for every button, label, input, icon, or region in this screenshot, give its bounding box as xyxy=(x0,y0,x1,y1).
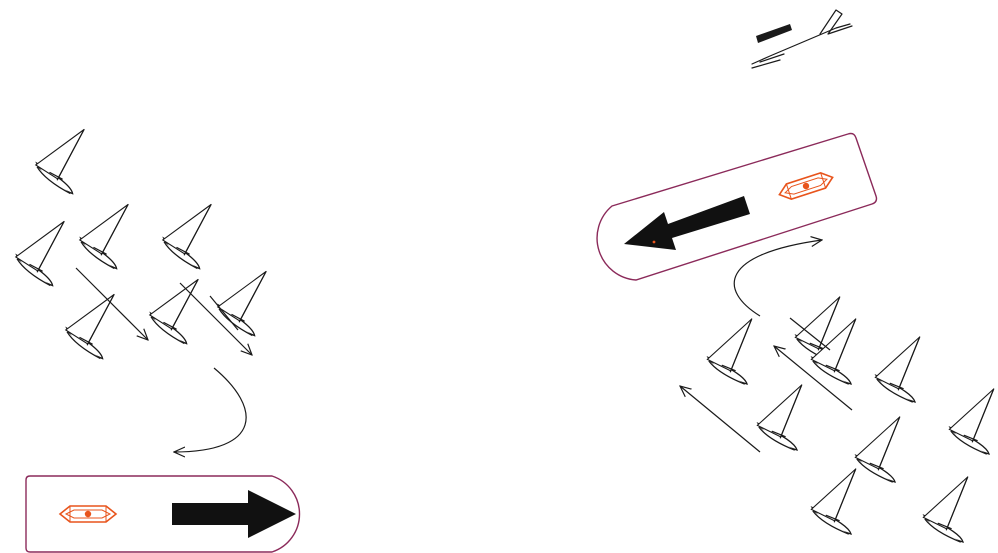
left-fleet xyxy=(12,117,284,452)
sailboat-icon xyxy=(852,407,918,483)
sailboat-icon xyxy=(754,375,820,451)
inflatable-buoy-icon xyxy=(60,506,116,522)
sailboat-icon xyxy=(32,117,102,194)
committee-boat-icon xyxy=(752,10,852,68)
sailboat-icon xyxy=(62,282,132,359)
turn-arrow xyxy=(734,240,822,316)
right-fleet xyxy=(680,287,998,543)
sailboat-icon xyxy=(808,459,874,535)
sailboat-icon xyxy=(946,379,998,455)
sailboat-icon xyxy=(704,309,770,385)
sailboat-icon xyxy=(159,192,229,269)
sailboat-icon xyxy=(214,259,284,336)
sailboat-icon xyxy=(76,192,146,269)
direction-line xyxy=(680,386,760,452)
panel-mark xyxy=(653,241,656,244)
sailboat-icon xyxy=(872,327,938,403)
turn-arrow xyxy=(174,368,246,452)
sailboat-icon xyxy=(12,209,82,286)
sailboat-icon xyxy=(146,267,216,344)
left-course-panel xyxy=(26,476,300,552)
sailboat-icon xyxy=(920,467,986,543)
right-course-panel xyxy=(597,134,876,281)
